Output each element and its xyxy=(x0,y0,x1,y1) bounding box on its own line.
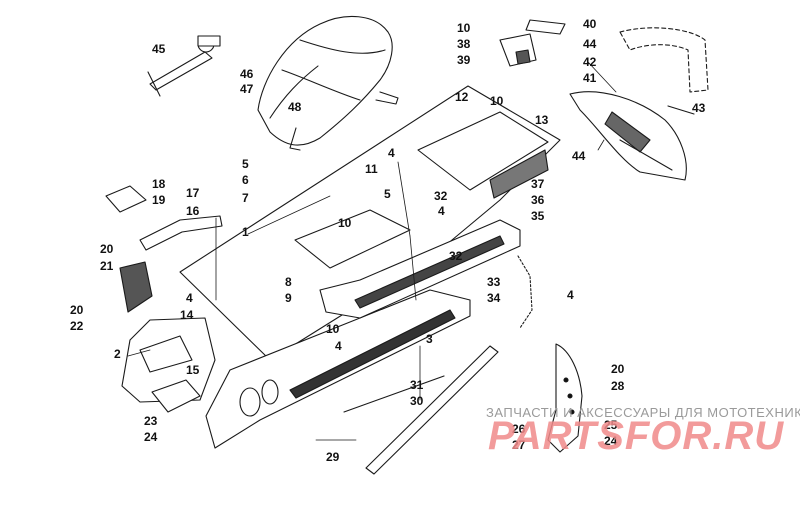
rear-flap-part xyxy=(569,27,709,181)
part-label-46: 46 xyxy=(240,67,254,81)
part-label-42: 42 xyxy=(583,55,597,69)
skid-plate-part xyxy=(151,379,201,413)
part-label-20: 20 xyxy=(100,242,114,256)
part-label-10: 10 xyxy=(338,216,352,230)
part-label-3: 3 xyxy=(426,332,433,346)
part-label-13: 13 xyxy=(535,113,549,127)
part-label-10: 10 xyxy=(457,21,471,35)
part-label-27: 27 xyxy=(512,438,526,452)
left-rail-part xyxy=(205,289,471,449)
part-label-32: 32 xyxy=(434,189,448,203)
part-label-4: 4 xyxy=(186,291,193,305)
part-label-44: 44 xyxy=(572,149,586,163)
part-label-47: 47 xyxy=(240,82,254,96)
part-label-45: 45 xyxy=(152,42,166,56)
small-plate-part xyxy=(105,185,147,213)
part-label-17: 17 xyxy=(186,186,200,200)
watermark-tagline: ЗАПЧАСТИ И АКСЕССУАРЫ ДЛЯ МОТОТЕХНИКИ xyxy=(486,405,800,420)
part-label-12: 12 xyxy=(455,90,469,104)
part-label-40: 40 xyxy=(583,17,597,31)
part-label-36: 36 xyxy=(531,193,545,207)
part-label-37: 37 xyxy=(531,177,545,191)
part-label-14: 14 xyxy=(180,308,194,322)
part-label-20: 20 xyxy=(611,362,625,376)
part-label-23: 23 xyxy=(144,414,158,428)
part-label-31: 31 xyxy=(410,378,424,392)
part-label-4: 4 xyxy=(438,204,445,218)
part-label-32: 32 xyxy=(449,249,463,263)
part-label-4: 4 xyxy=(335,339,342,353)
part-label-20: 20 xyxy=(70,303,84,317)
part-label-11: 11 xyxy=(365,162,378,176)
part-label-30: 30 xyxy=(410,394,424,408)
part-label-10: 10 xyxy=(326,322,340,336)
front-left-bracket-part xyxy=(121,317,216,403)
leader-lines xyxy=(127,61,617,441)
part-label-5: 5 xyxy=(242,157,249,171)
part-label-22: 22 xyxy=(70,319,84,333)
part-label-4: 4 xyxy=(567,288,574,302)
part-label-39: 39 xyxy=(457,53,471,67)
part-label-10: 10 xyxy=(490,94,504,108)
brace-part xyxy=(119,215,223,313)
part-label-7: 7 xyxy=(242,191,249,205)
part-label-24: 24 xyxy=(144,430,158,444)
part-label-18: 18 xyxy=(152,177,166,191)
rear-tube-part xyxy=(343,345,499,475)
part-label-19: 19 xyxy=(152,193,166,207)
chain-part xyxy=(517,255,533,329)
part-label-8: 8 xyxy=(285,275,292,289)
right-rail-part xyxy=(319,219,521,319)
part-label-35: 35 xyxy=(531,209,545,223)
part-label-26: 26 xyxy=(512,422,526,436)
part-label-5: 5 xyxy=(384,187,391,201)
part-label-33: 33 xyxy=(487,275,501,289)
part-label-1: 1 xyxy=(242,225,249,239)
part-label-16: 16 xyxy=(186,204,200,218)
part-label-29: 29 xyxy=(326,450,340,464)
part-label-4: 4 xyxy=(388,146,395,160)
tunnel-frame-part xyxy=(179,85,561,361)
pump-handle-part xyxy=(147,35,221,97)
part-label-44: 44 xyxy=(583,37,597,51)
part-label-2: 2 xyxy=(114,347,121,361)
watermark-logo: PARTSFOR.RU xyxy=(488,414,785,458)
part-label-9: 9 xyxy=(285,291,292,305)
part-label-48: 48 xyxy=(288,100,302,114)
part-label-34: 34 xyxy=(487,291,501,305)
upper-bracket-part xyxy=(499,19,566,67)
part-label-24: 24 xyxy=(604,434,618,448)
part-label-38: 38 xyxy=(457,37,471,51)
part-label-43: 43 xyxy=(692,101,706,115)
part-label-41: 41 xyxy=(583,71,597,85)
part-label-21: 21 xyxy=(100,259,114,273)
part-label-15: 15 xyxy=(186,363,200,377)
part-label-6: 6 xyxy=(242,173,249,187)
seat-shape xyxy=(257,15,399,151)
side-flap-part xyxy=(547,343,583,453)
part-label-28: 28 xyxy=(611,379,625,393)
part-label-25: 25 xyxy=(604,418,618,432)
